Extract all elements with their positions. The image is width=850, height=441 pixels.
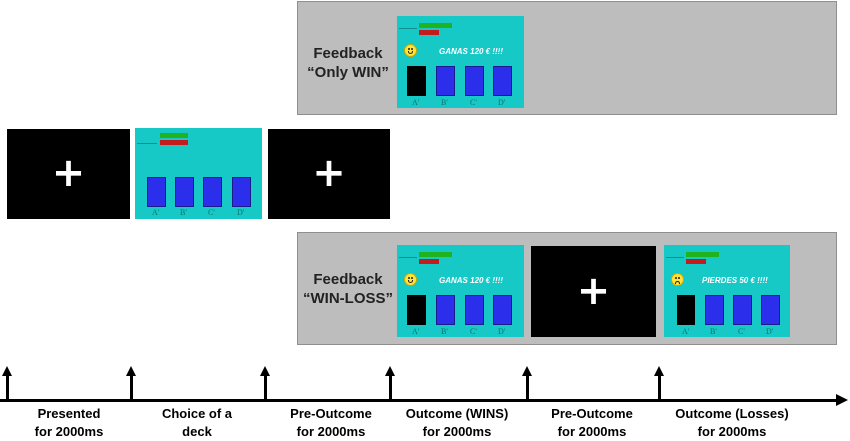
red-bar [160,140,188,145]
deck-d-letter: D' [498,98,506,107]
deck-a-selected[interactable] [407,295,426,325]
loss-outcome-screen: PIERDES 50 € !!!! A' B' C' D' [664,245,790,337]
phase-label-line1: Outcome (WINS) [405,406,509,421]
deck-d[interactable] [493,295,512,325]
feedback-only-win-title: Feedback [313,45,383,62]
smiley-face-icon [404,273,417,286]
phase-label-line2: deck [182,424,212,439]
phase-label-pre-outcome-1: Pre-Outcome for 2000ms [266,405,396,441]
deck-d[interactable] [232,177,251,207]
fixation-screen-1: + [7,129,130,219]
timeline-tick-6-arrow [654,366,664,376]
green-bar [160,133,188,138]
deck-c-letter: C' [208,208,215,217]
deck-d-letter: D' [237,208,245,217]
timeline-tick-5-arrow [522,366,532,376]
deck-b-letter: B' [710,327,717,336]
deck-b[interactable] [436,295,455,325]
win-message: GANAS 120 € !!!! [439,276,504,285]
deck-c[interactable] [733,295,752,325]
win-outcome-screen-top: GANAS 120 € !!!! A' B' C' D' [397,16,524,108]
timeline-tick-4 [389,374,392,400]
deck-a-letter: A' [412,98,420,107]
feedback-only-win-label: Feedback “Only WIN” [303,44,393,82]
timeline-tick-1 [6,374,9,400]
deck-a-letter: A' [412,327,420,336]
fixation-cross: + [312,150,346,197]
green-bar [686,252,719,257]
feedback-win-loss-subtitle: “WIN-LOSS” [303,290,393,307]
deck-b[interactable] [705,295,724,325]
deck-c-letter: C' [470,327,477,336]
deck-a-selected[interactable] [677,295,695,325]
deck-d[interactable] [761,295,780,325]
deck-c-letter: C' [738,327,745,336]
phase-label-line2: for 2000ms [34,424,104,439]
phase-label-line1: Outcome (Losses) [675,406,789,421]
win-outcome-screen-bottom: GANAS 120 € !!!! A' B' C' D' [397,245,524,337]
fixation-cross: + [576,267,611,314]
timeline-tick-3-arrow [260,366,270,376]
deck-b[interactable] [175,177,194,207]
deck-a-letter: A' [682,327,690,336]
phase-label-line2: for 2000ms [557,424,627,439]
timeline-tick-4-arrow [385,366,395,376]
win-message: GANAS 120 € !!!! [439,47,504,56]
timeline-tick-5 [526,374,529,400]
phase-label-choice: Choice of a deck [132,405,262,441]
deck-d-letter: D' [766,327,774,336]
loss-message: PIERDES 50 € !!!! [702,276,768,285]
feedback-only-win-panel: Feedback “Only WIN” [297,1,837,115]
sad-face-icon [671,273,684,286]
score-line [666,257,684,258]
phase-label-line2: for 2000ms [422,424,492,439]
phase-label-line1: Presented [37,406,101,421]
phase-label-line1: Pre-Outcome [290,406,372,421]
feedback-only-win-subtitle: “Only WIN” [307,64,389,81]
deck-c[interactable] [203,177,222,207]
deck-c[interactable] [465,66,484,96]
timeline-tick-2-arrow [126,366,136,376]
timeline-arrowhead [836,394,848,406]
deck-b-letter: B' [180,208,187,217]
phase-label-pre-outcome-2: Pre-Outcome for 2000ms [527,405,657,441]
deck-d[interactable] [493,66,512,96]
smiley-face-icon [404,44,417,57]
deck-a[interactable] [147,177,166,207]
phase-label-outcome-losses: Outcome (Losses) for 2000ms [662,405,802,441]
phase-label-line1: Choice of a [161,406,233,421]
timeline-axis [0,399,838,402]
deck-d-letter: D' [498,327,506,336]
phase-label-line1: Pre-Outcome [551,406,633,421]
green-bar [419,23,452,28]
phase-label-outcome-wins: Outcome (WINS) for 2000ms [392,405,522,441]
deck-c[interactable] [465,295,484,325]
fixation-screen-2: + [268,129,390,219]
score-line [399,257,417,258]
red-bar [419,259,439,264]
deck-a-selected[interactable] [407,66,426,96]
timeline-tick-2 [130,374,133,400]
phase-label-presented: Presented for 2000ms [4,405,134,441]
score-line [399,28,417,29]
timeline-tick-3 [264,374,267,400]
red-bar [686,259,706,264]
score-line [137,143,157,144]
deck-choice-screen: A' B' C' D' [135,128,262,219]
fixation-cross: + [51,150,86,197]
feedback-win-loss-label: Feedback “WIN-LOSS” [303,270,393,308]
deck-a-letter: A' [152,208,160,217]
deck-b-letter: B' [441,327,448,336]
deck-b[interactable] [436,66,455,96]
deck-c-letter: C' [470,98,477,107]
deck-b-letter: B' [441,98,448,107]
phase-label-line2: for 2000ms [296,424,366,439]
timeline-tick-6 [658,374,661,400]
fixation-screen-3: + [531,246,656,337]
timeline-tick-1-arrow [2,366,12,376]
phase-label-line2: for 2000ms [697,424,767,439]
green-bar [419,252,452,257]
red-bar [419,30,439,35]
feedback-win-loss-title: Feedback [313,271,383,288]
